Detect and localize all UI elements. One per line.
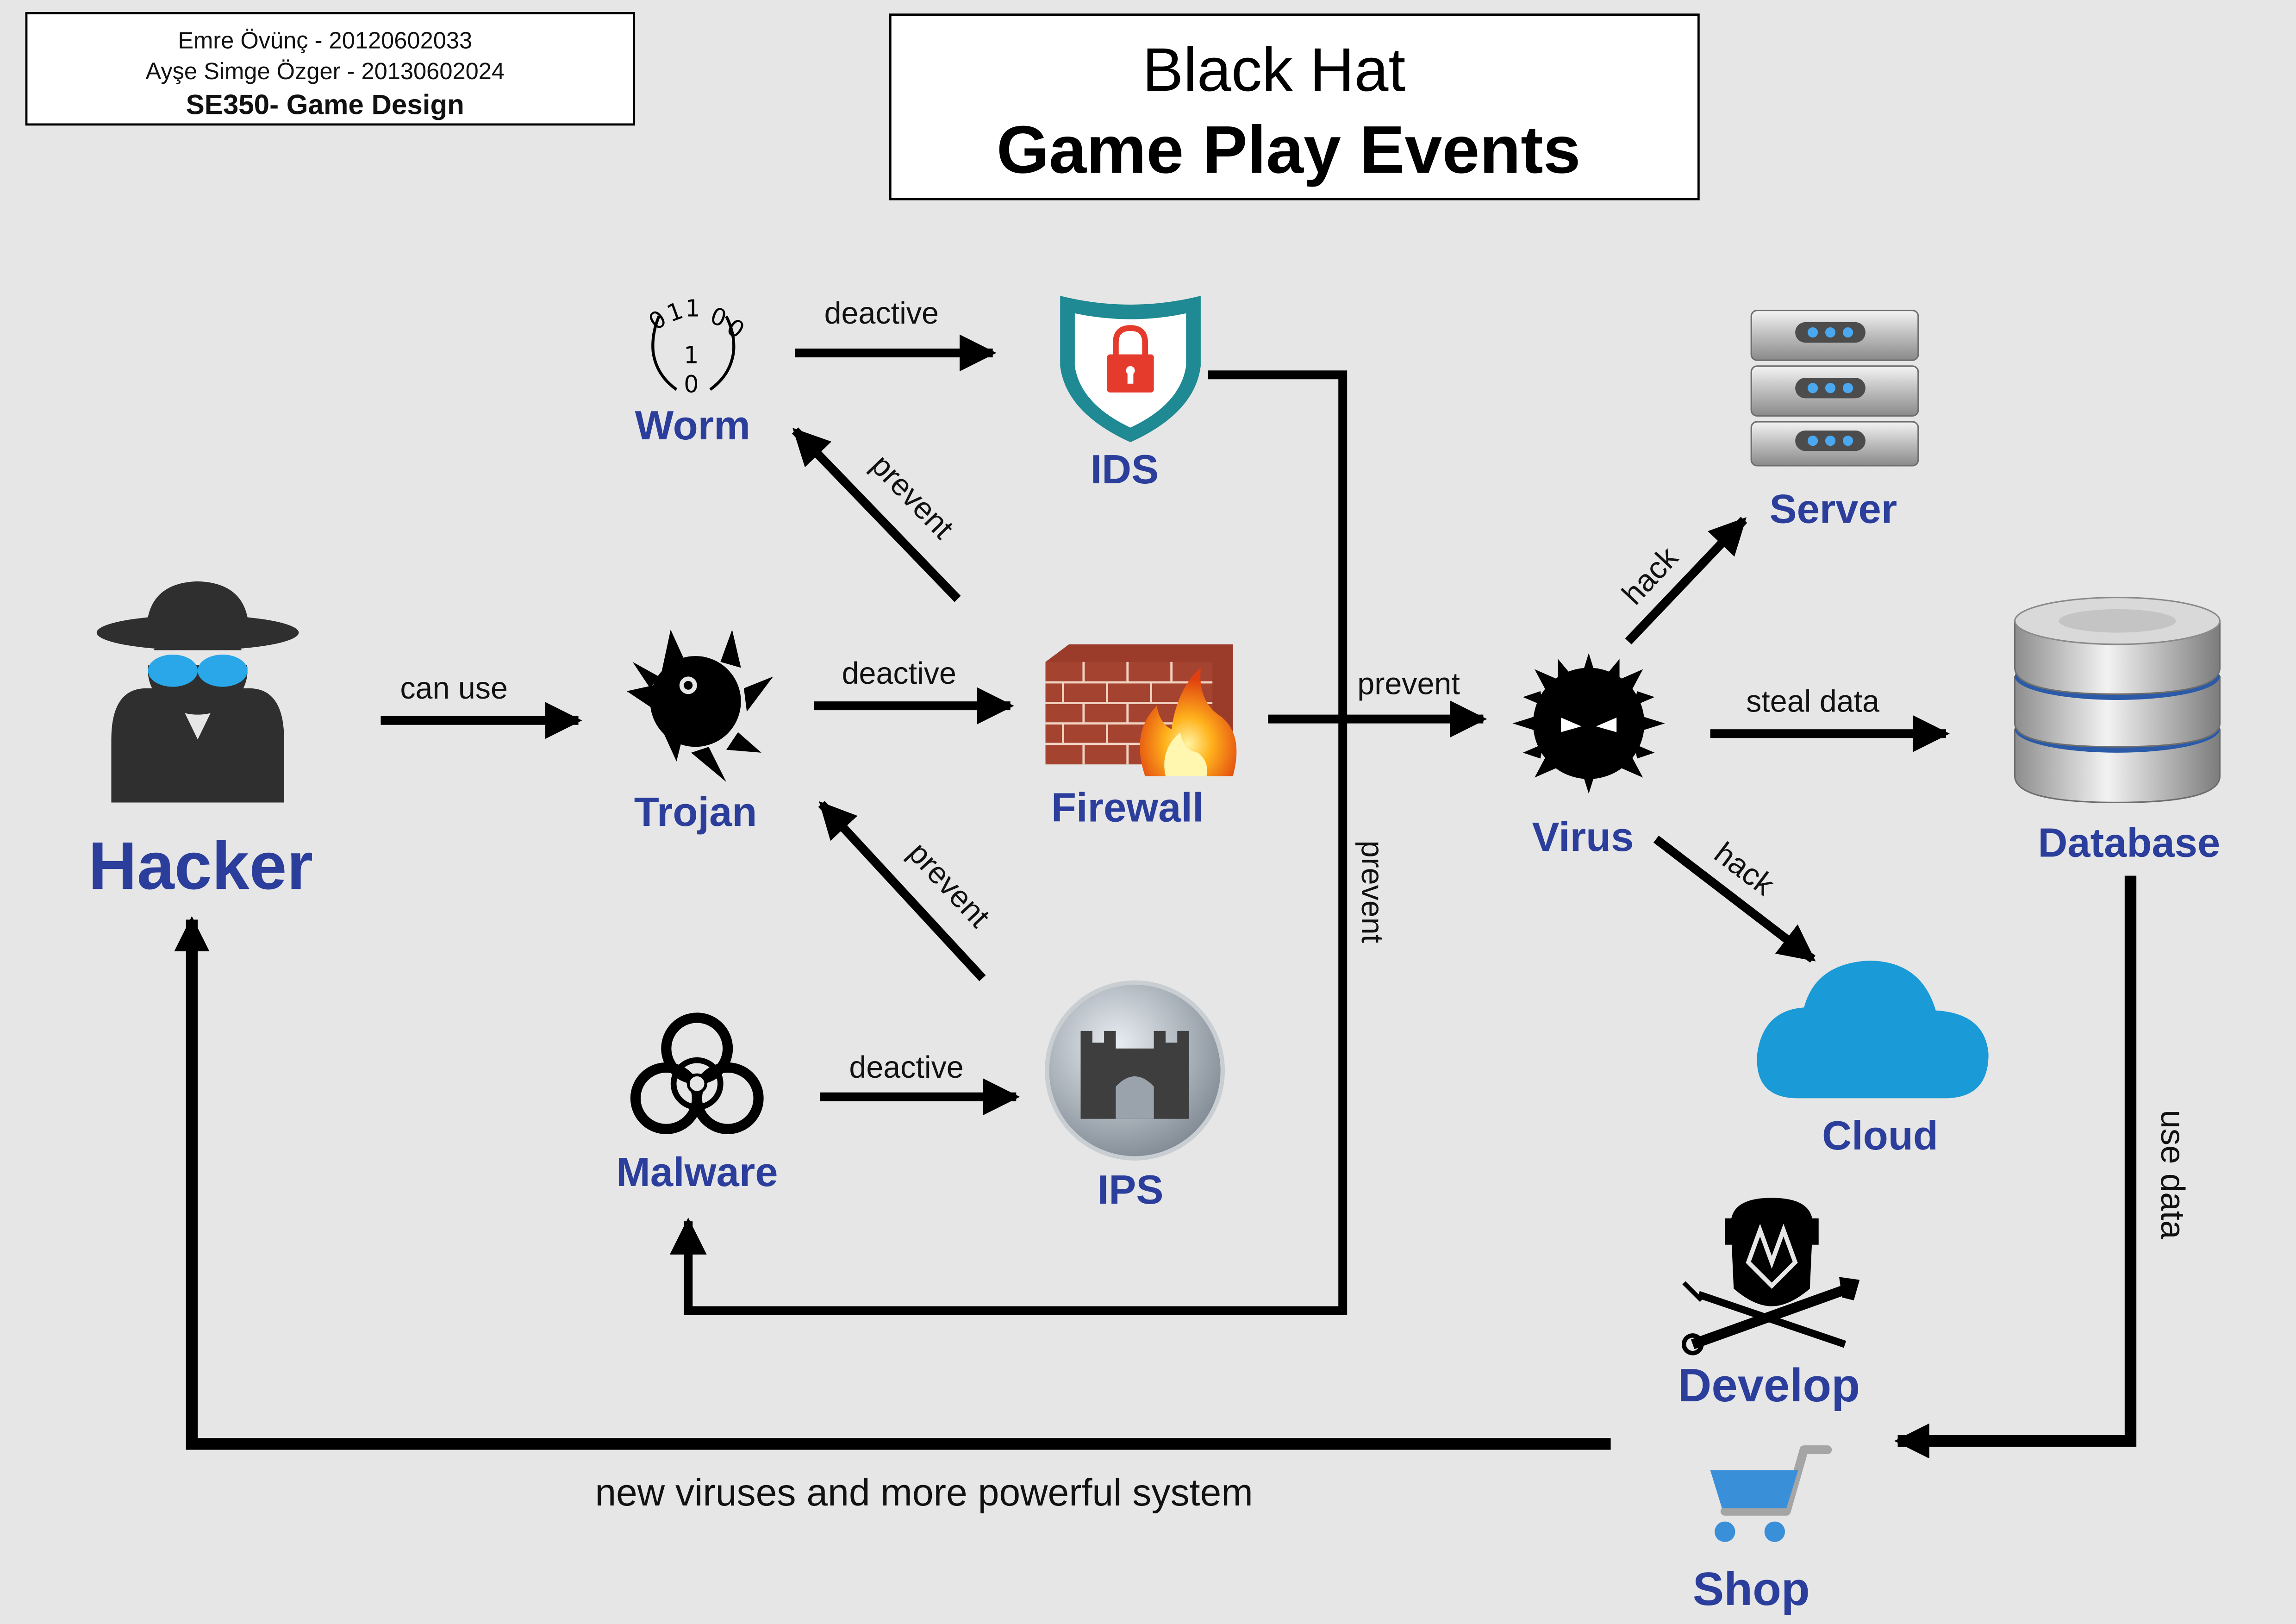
firewall-node: Firewall xyxy=(1045,644,1237,831)
label-prevent-worm: prevent xyxy=(864,448,960,545)
arrow-firewall-worm xyxy=(792,427,961,602)
castle-icon xyxy=(1044,980,1225,1161)
title-line-1: Black Hat xyxy=(1142,36,1405,104)
hacker-label: Hacker xyxy=(88,828,313,903)
virus-node: Virus xyxy=(1512,653,1665,860)
welding-mask-tools-icon xyxy=(1681,1198,1860,1355)
firewall-icon xyxy=(1045,644,1237,776)
hacker-icon xyxy=(96,581,299,803)
title-box: Black Hat Game Play Events xyxy=(889,13,1700,200)
arrow-virus-cloud xyxy=(1653,835,1816,963)
develop-label: Develop xyxy=(1678,1359,1860,1412)
arrows xyxy=(174,334,2137,1459)
trojan-icon xyxy=(626,630,774,782)
label-deactive-malware: deactive xyxy=(849,1050,963,1085)
label-prevent-trojan: prevent xyxy=(901,836,996,934)
arrow-develop-hacker xyxy=(174,916,1611,1450)
firewall-label: Firewall xyxy=(1051,785,1204,831)
ids-label: IDS xyxy=(1091,446,1159,492)
cloud-node: Cloud xyxy=(1757,961,1989,1158)
develop-node: Develop xyxy=(1678,1198,1860,1412)
malware-label: Malware xyxy=(616,1149,778,1195)
malware-node: Malware xyxy=(616,1012,778,1195)
hacker-node: Hacker xyxy=(88,581,313,903)
worm-digit-6: 1 xyxy=(684,341,699,369)
label-prevent-malware: prevent xyxy=(1355,841,1389,943)
arrow-virus-server xyxy=(1625,517,1747,645)
label-steal-data: steal data xyxy=(1746,684,1879,718)
shop-label: Shop xyxy=(1693,1563,1810,1615)
author-1: Emre Övünç - 20120602033 xyxy=(178,27,472,53)
label-deactive-worm: deactive xyxy=(824,296,939,331)
edge-labels: can use deactive deactive deactive preve… xyxy=(400,296,2191,1514)
database-node: Database xyxy=(2014,597,2221,865)
shop-node: Shop xyxy=(1693,1445,1832,1615)
label-use-data: use data xyxy=(2154,1110,2191,1239)
worm-digit-7: 0 xyxy=(684,371,699,398)
database-icon xyxy=(2014,597,2221,804)
cloud-icon xyxy=(1757,961,1989,1099)
trojan-label: Trojan xyxy=(634,789,757,835)
server-node: Server xyxy=(1750,310,1919,531)
shield-lock-icon xyxy=(1060,295,1201,443)
ips-node: IPS xyxy=(1044,980,1225,1212)
virus-label: Virus xyxy=(1532,814,1634,860)
arrow-database-develop xyxy=(1894,875,2137,1459)
cloud-label: Cloud xyxy=(1822,1112,1938,1158)
ids-node: IDS xyxy=(1060,295,1201,492)
author-2: Ayşe Simge Özger - 20130602024 xyxy=(145,58,505,84)
label-prevent-virus: prevent xyxy=(1357,667,1460,701)
database-label: Database xyxy=(2038,819,2220,865)
label-deactive-trojan: deactive xyxy=(842,656,956,691)
virus-icon xyxy=(1512,653,1665,794)
arrow-ips-trojan xyxy=(818,801,986,981)
worm-icon: 0 1 1 0 0 1 0 xyxy=(643,294,749,398)
trojan-node: Trojan xyxy=(626,630,774,835)
worm-digit-3: 1 xyxy=(685,294,700,322)
server-label: Server xyxy=(1770,486,1897,531)
course-name: SE350- Game Design xyxy=(186,89,464,120)
author-box: Emre Övünç - 20120602033 Ayşe Simge Özge… xyxy=(25,12,636,126)
ips-label: IPS xyxy=(1098,1167,1164,1212)
worm-label: Worm xyxy=(635,402,750,448)
worm-node: 0 1 1 0 0 1 0 Worm xyxy=(635,294,750,448)
arrow-ids-malware xyxy=(669,370,1348,1315)
server-icon xyxy=(1750,310,1919,467)
label-new-viruses: new viruses and more powerful system xyxy=(595,1472,1253,1514)
shopping-cart-icon xyxy=(1710,1445,1832,1542)
biohazard-icon xyxy=(630,1012,764,1134)
label-hack-server: hack xyxy=(1616,540,1685,612)
label-can-use: can use xyxy=(400,671,508,706)
title-line-2: Game Play Events xyxy=(997,112,1581,187)
